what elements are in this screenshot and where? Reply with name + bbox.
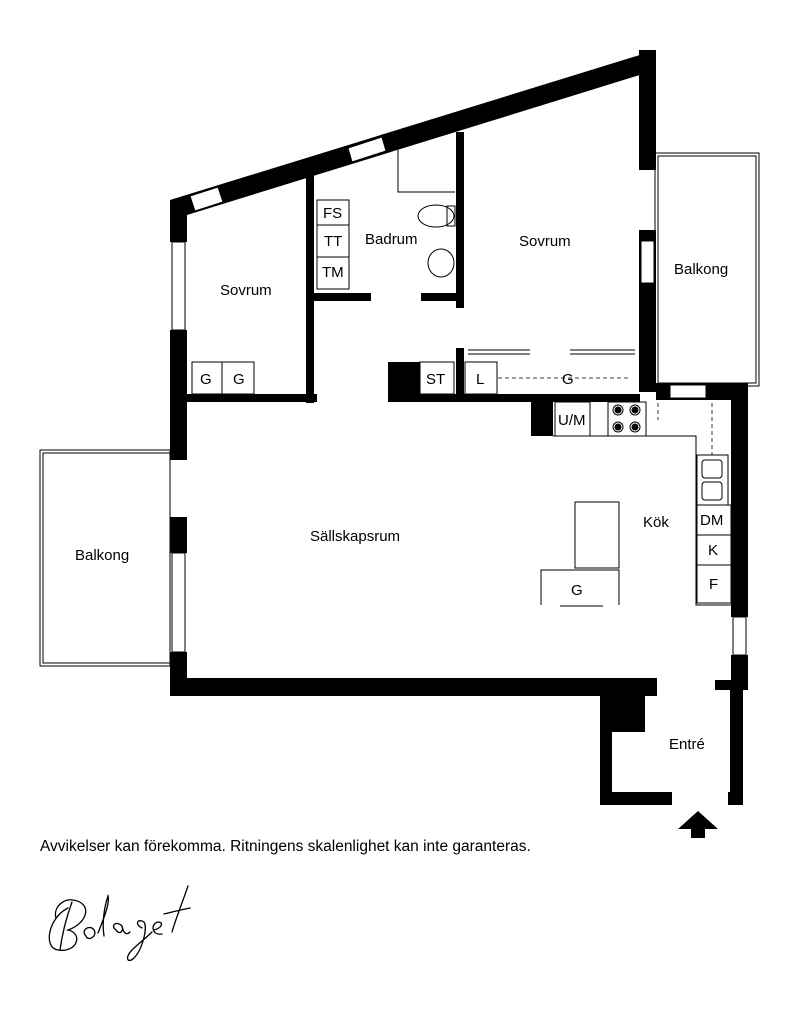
window-right-upper [640, 240, 655, 284]
wall-hall-bottom-left [187, 394, 317, 402]
entry-arrow-icon [678, 811, 718, 838]
wall-bath-bottom-left [314, 293, 371, 301]
toilet-icon [417, 204, 455, 228]
fixture-labels: FS TT TM G G ST L G U/M DM K F G [200, 205, 723, 599]
shower-outline [397, 150, 455, 193]
dashed-lines [498, 377, 713, 455]
label-dm: DM [700, 512, 723, 529]
wall-entry-bottom-left [600, 792, 672, 805]
label-st: ST [426, 371, 445, 388]
thin-lines [191, 150, 732, 607]
window-top-left [189, 186, 224, 212]
windows [171, 136, 747, 656]
room-entre: Entré [669, 736, 705, 753]
wall-left-mid [170, 330, 187, 460]
wall-bath-right [456, 132, 464, 308]
room-badrum: Badrum [365, 231, 418, 248]
label-k: K [708, 542, 718, 559]
exterior-walls [170, 50, 748, 805]
stove-burners [614, 406, 639, 431]
room-balkong-right: Balkong [674, 261, 728, 278]
wall-right-kitchen-c [715, 680, 748, 690]
wardrobe-left-2 [221, 361, 255, 395]
wall-left-upper [170, 200, 187, 242]
balcony-left-outline [39, 449, 171, 667]
label-g-right: G [562, 371, 574, 388]
room-labels: Sovrum Badrum Sovrum Balkong Balkong Säl… [75, 231, 728, 753]
wall-top-slanted [170, 50, 656, 215]
room-sovrum-left: Sovrum [220, 282, 272, 299]
label-f: F [709, 576, 718, 593]
label-g-left-2: G [233, 371, 245, 388]
wall-entry-block [600, 690, 645, 732]
wall-st-block [388, 362, 420, 402]
label-fs: FS [323, 205, 342, 222]
label-g-left-1: G [200, 371, 212, 388]
room-balkong-left: Balkong [75, 547, 129, 564]
label-tm: TM [322, 264, 344, 281]
cabinet-st [419, 361, 455, 395]
label-g-island: G [571, 582, 583, 599]
cabinet-um [554, 401, 591, 437]
wall-bottom [170, 678, 657, 696]
kitchen-island [574, 501, 620, 569]
cabinet-f [696, 564, 732, 604]
room-sovrum-right: Sovrum [519, 233, 571, 250]
wall-right-upper-c [639, 282, 656, 392]
shelf-tm [316, 256, 350, 290]
disclaimer-text: Avvikelser kan förekomma. Ritningens ska… [40, 838, 531, 855]
wall-hall-bottom-right [388, 394, 640, 402]
window-kitchen-top [669, 384, 707, 399]
room-sallskapsrum: Sällskapsrum [310, 528, 400, 545]
window-left-upper [171, 241, 186, 331]
cabinet-l [464, 361, 498, 395]
window-right-kitchen [732, 616, 747, 656]
wall-left-lower-a [170, 517, 187, 553]
room-kok: Kök [643, 514, 669, 531]
sink-icon [427, 248, 455, 278]
wall-sovrum-right-stub [456, 348, 464, 402]
stove [607, 401, 647, 437]
label-tt: TT [324, 233, 342, 250]
window-left-lower [171, 552, 186, 653]
label-l: L [476, 371, 484, 388]
label-um: U/M [558, 412, 586, 429]
wall-right-kitchen-a [731, 383, 748, 617]
window-top-mid [347, 136, 387, 163]
island-cabinet [540, 569, 620, 605]
wall-bath-bottom-right [421, 293, 458, 301]
interior-walls [187, 132, 640, 436]
wall-right-upper-a [639, 50, 656, 170]
toilet-tank [446, 205, 456, 227]
bolaget-logo [48, 885, 191, 962]
wall-entry-right [730, 690, 743, 805]
wall-kitchen-stub [531, 400, 553, 436]
wall-bath-left [306, 175, 314, 403]
